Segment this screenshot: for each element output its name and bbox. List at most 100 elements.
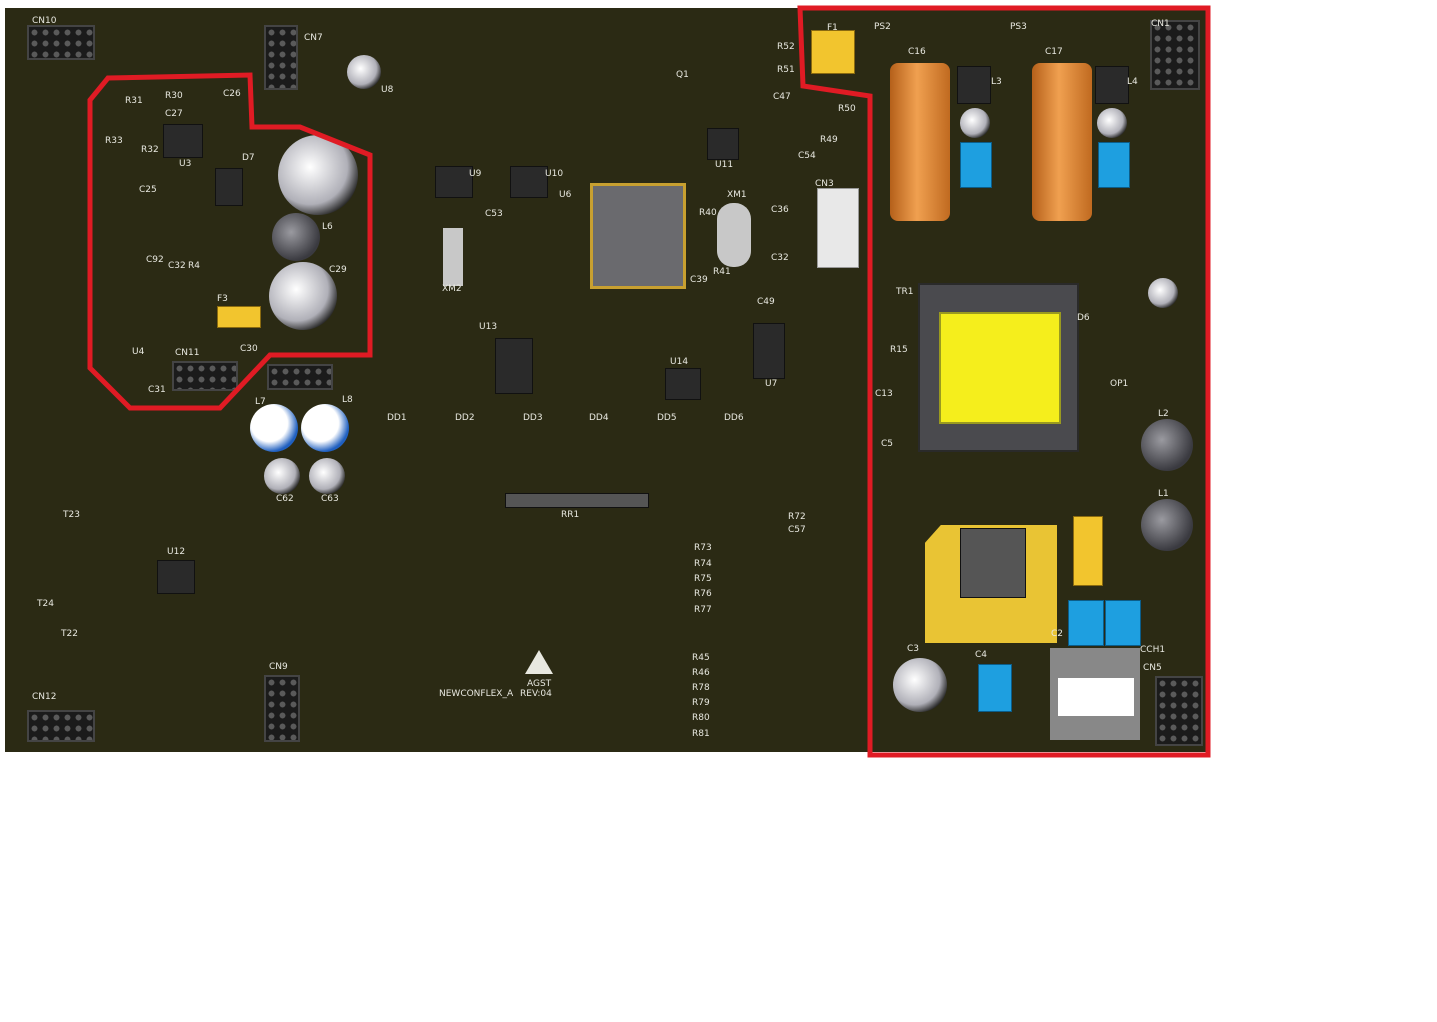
fuse-f1 <box>811 30 855 74</box>
designator: R79 <box>692 698 710 708</box>
designator: C39 <box>690 275 708 285</box>
designator: R76 <box>694 589 712 599</box>
designator: R4 <box>188 261 200 271</box>
inductor-l7 <box>250 404 298 452</box>
designator: R15 <box>890 345 908 355</box>
designator: R52 <box>777 42 795 52</box>
designator: R77 <box>694 605 712 615</box>
designator: U4 <box>132 347 145 357</box>
connector-cn11 <box>172 361 238 391</box>
designator: CN12 <box>32 692 57 702</box>
board-name: NEWCONFLEX_A <box>439 689 514 699</box>
capacitor-c20 <box>960 142 992 188</box>
designator: XM2 <box>442 284 462 294</box>
designator: CN10 <box>32 16 57 26</box>
chip-u9 <box>435 166 473 198</box>
inductor-l6 <box>272 213 320 261</box>
capacitor-c2 <box>278 135 358 215</box>
highlight-region-left <box>87 72 373 411</box>
capacitor-c3 <box>893 658 947 712</box>
designator: Q1 <box>676 70 689 80</box>
designator: C16 <box>908 47 926 57</box>
capacitor-c17 <box>1032 63 1092 221</box>
designator: R51 <box>777 65 795 75</box>
designator: R40 <box>699 208 717 218</box>
transformer-core <box>939 312 1061 424</box>
designator: C63 <box>321 494 339 504</box>
capacitor-c63 <box>309 458 345 494</box>
designator: RR1 <box>561 510 580 520</box>
designator: R78 <box>692 683 710 693</box>
designator: XM1 <box>727 190 747 200</box>
connector-header <box>267 364 333 390</box>
capacitor-c2-blue <box>1068 600 1104 646</box>
designator: C3 <box>907 644 920 654</box>
designator: C36 <box>771 205 789 215</box>
connector-cn1 <box>1150 20 1200 90</box>
designator: D7 <box>242 153 255 163</box>
connector-cn7 <box>264 25 298 90</box>
capacitor-c19 <box>1097 108 1127 138</box>
designator: CN5 <box>1143 663 1162 673</box>
designator: C92 <box>146 255 164 265</box>
choke-cch1 <box>1050 648 1140 740</box>
designator: CN3 <box>815 179 834 189</box>
capacitor-c18 <box>960 108 990 138</box>
designator: C47 <box>773 92 791 102</box>
capacitor-c16 <box>890 63 950 221</box>
designator: R72 <box>788 512 806 522</box>
designator: R50 <box>838 104 856 114</box>
designator: U13 <box>479 322 498 332</box>
designator: U6 <box>559 190 572 200</box>
designator: L4 <box>1127 77 1138 87</box>
designator: F3 <box>217 294 228 304</box>
designator: L7 <box>255 397 266 407</box>
highlight-region-right <box>797 5 1211 758</box>
designator: PS2 <box>874 22 891 32</box>
designator: T22 <box>61 629 78 639</box>
designator: R75 <box>694 574 712 584</box>
designator: U12 <box>167 547 186 557</box>
designator: CN7 <box>304 33 323 43</box>
designator: C27 <box>165 109 183 119</box>
chip-u3 <box>163 124 203 158</box>
designator: OP1 <box>1110 379 1129 389</box>
designator: U10 <box>545 169 564 179</box>
capacitor-c22 <box>1148 278 1178 308</box>
logo-text: AGST <box>527 679 552 689</box>
designator: C5 <box>881 439 894 449</box>
connector-cn9 <box>264 675 300 742</box>
designator: L1 <box>1158 489 1169 499</box>
designator: CCH1 <box>1140 645 1166 655</box>
designator: C32 <box>771 253 789 263</box>
designator: T24 <box>37 599 54 609</box>
connector-cn3 <box>817 188 859 268</box>
designator: CN1 <box>1151 19 1170 29</box>
designator: DD2 <box>455 413 475 423</box>
designator: C26 <box>223 89 241 99</box>
designator: DD3 <box>523 413 543 423</box>
inductor-l3 <box>957 66 991 104</box>
transformer-tr1 <box>918 283 1079 452</box>
designator: C62 <box>276 494 294 504</box>
inductor-l1 <box>1141 499 1193 551</box>
capacitor-c21 <box>1098 142 1130 188</box>
fuse-f3 <box>217 306 261 328</box>
designator: C25 <box>139 185 157 195</box>
chip-u10 <box>510 166 548 198</box>
designator: R80 <box>692 713 710 723</box>
connector-cn10 <box>27 25 95 60</box>
designator: C30 <box>240 344 258 354</box>
designator: PS3 <box>1010 22 1027 32</box>
designator: R73 <box>694 543 712 553</box>
designator: U14 <box>670 357 689 367</box>
designator: R45 <box>692 653 710 663</box>
agst-logo <box>525 650 553 674</box>
connector-cn5 <box>1155 676 1203 746</box>
resistor-array-rr1 <box>505 493 649 508</box>
chip-u7 <box>753 323 785 379</box>
capacitor-c1-blue <box>1105 600 1141 646</box>
designator: C53 <box>485 209 503 219</box>
chip-u14 <box>665 368 701 400</box>
designator: U3 <box>179 159 192 169</box>
